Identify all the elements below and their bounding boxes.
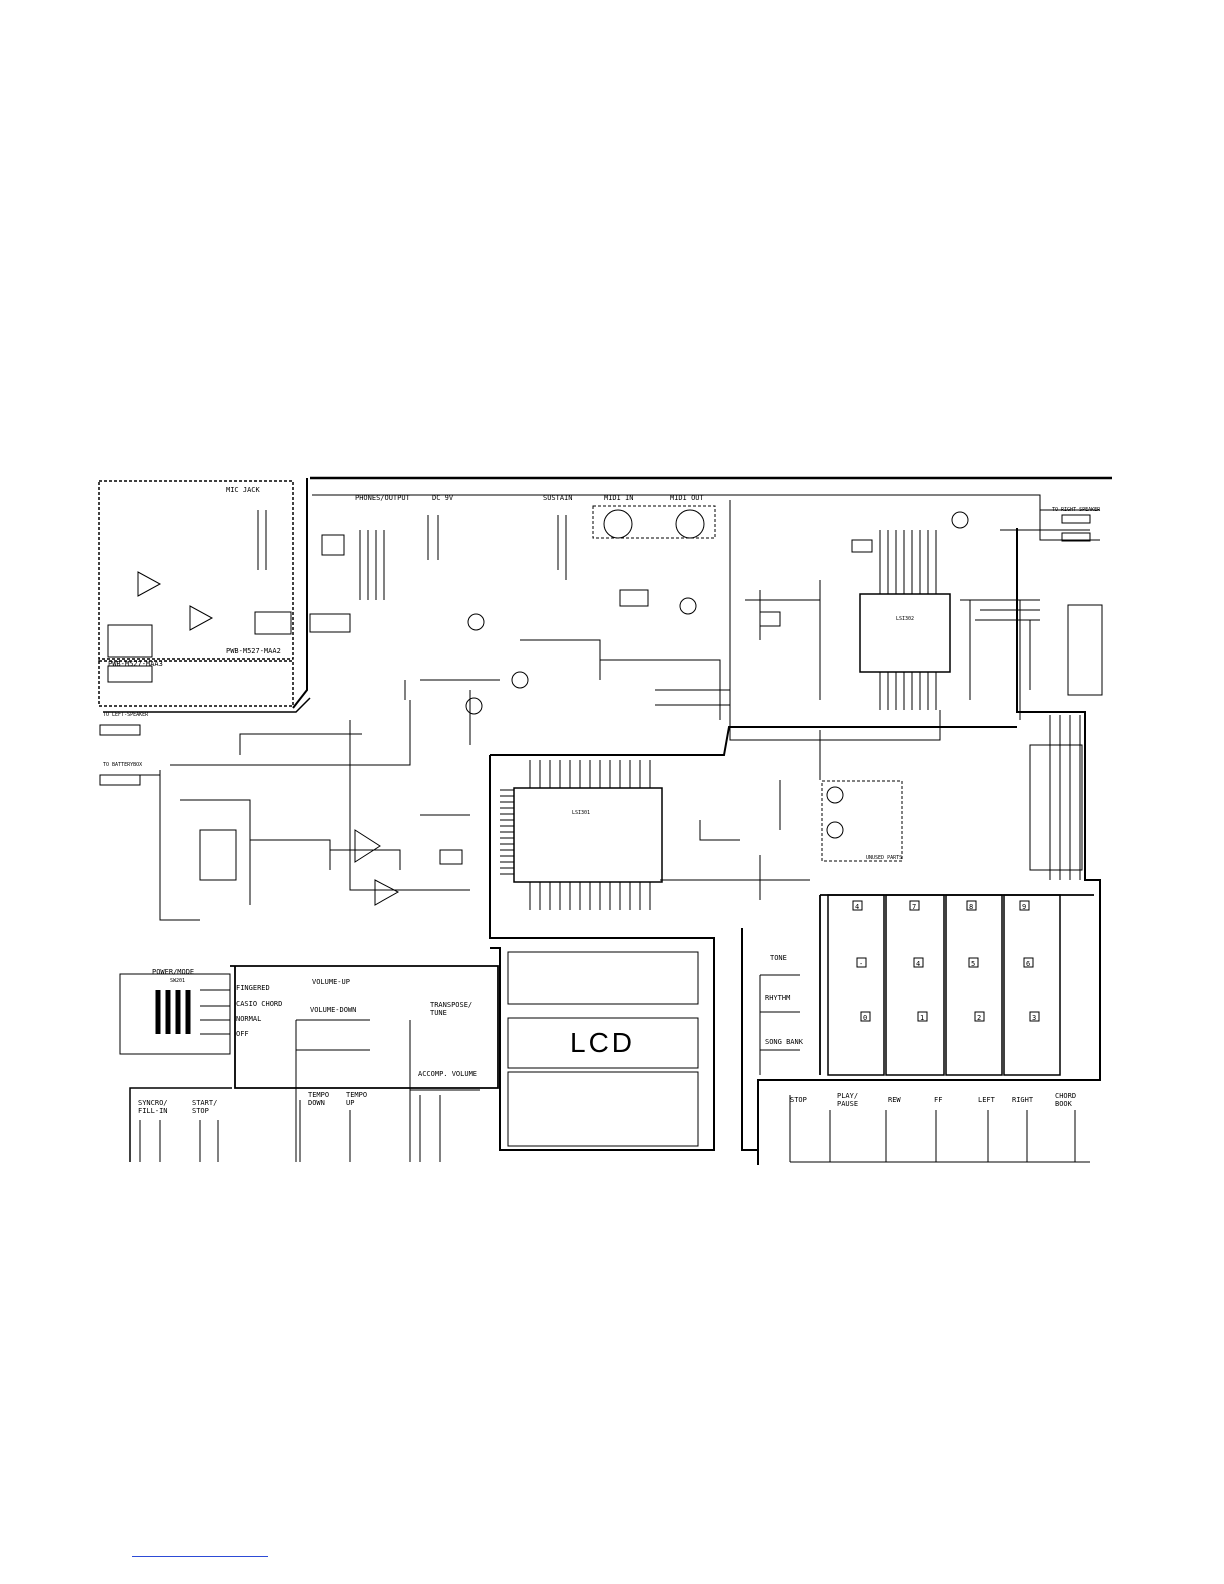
key-5: 5 <box>971 960 975 968</box>
to-right-speaker-label: TO RIGHT-SPEAKER <box>1052 507 1101 513</box>
start-stop-label: START/STOP <box>192 1099 217 1115</box>
maa2-board-outline <box>98 480 294 660</box>
lsi302-ic <box>859 593 951 673</box>
midi-connector-outline <box>592 505 716 539</box>
lcd-label: LCD <box>570 1027 635 1058</box>
power-mode-label: POWER/MODE <box>152 968 194 976</box>
play-pause-label: PLAY/PAUSE <box>837 1092 858 1108</box>
rhythm-label: RHYTHM <box>765 994 790 1002</box>
lsi301-ic <box>513 787 663 883</box>
pwb-maa2-label: PWB-M527-MAA2 <box>226 647 281 655</box>
midi-in-label: MIDI IN <box>604 494 634 502</box>
volume-down-label: VOLUME-DOWN <box>310 1006 356 1014</box>
phones-output-label: PHONES/OUTPUT <box>355 494 411 502</box>
key-3: 3 <box>1032 1014 1036 1022</box>
key-4: 4 <box>855 903 859 911</box>
right-label: RIGHT <box>1012 1096 1034 1104</box>
tone-label: TONE <box>770 954 787 962</box>
key-7: 7 <box>912 903 916 911</box>
key-1: 1 <box>920 1014 924 1022</box>
mode-normal: NORMAL <box>236 1015 261 1023</box>
mode-casio-chord: CASIO CHORD <box>236 1000 282 1008</box>
unused-parts-label: UNUSED PARTS <box>866 855 902 861</box>
footer-rule <box>132 1556 268 1557</box>
maa3-board-outline <box>98 660 294 707</box>
song-bank-label: SONG BANK <box>765 1038 804 1046</box>
to-batterybox-label: TO BATTERYBOX <box>103 762 142 768</box>
mic-jack-label: MIC JACK <box>226 486 261 494</box>
dc-9v-label: DC 9V <box>432 494 454 502</box>
key-minus: - <box>859 960 863 968</box>
lsi301-label: LSI301 <box>572 810 590 816</box>
lsi302-label: LSI302 <box>896 616 914 622</box>
sustain-label: SUSTAIN <box>543 494 573 502</box>
left-label: LEFT <box>978 1096 996 1104</box>
to-left-speaker-label: TO LEFT-SPEAKER <box>103 712 149 718</box>
synchro-fill-in-label: SYNCRO/FILL-IN <box>138 1099 168 1115</box>
key-6: 6 <box>1026 960 1030 968</box>
stop-label: STOP <box>790 1096 807 1104</box>
ff-label: FF <box>934 1096 942 1104</box>
power-switch-ref: SW201 <box>170 978 185 984</box>
number-keypad: 4 7 8 9 - 4 5 6 0 1 2 3 <box>852 900 1040 1022</box>
transpose-tune-label: TRANSPOSE/TUNE <box>430 1001 472 1017</box>
rew-label: REW <box>888 1096 901 1104</box>
volume-up-label: VOLUME-UP <box>312 978 350 986</box>
pwb-maa3-label: PWB-M527-MAA3 <box>108 660 163 668</box>
mode-fingered: FINGERED <box>236 984 270 992</box>
key-2: 2 <box>977 1014 981 1022</box>
midi-out-label: MIDI OUT <box>670 494 705 502</box>
key-8: 8 <box>969 903 973 911</box>
accomp-volume-label: ACCOMP. VOLUME <box>418 1070 477 1078</box>
key-4b: 4 <box>916 960 920 968</box>
key-0: 0 <box>863 1014 867 1022</box>
key-9: 9 <box>1022 903 1026 911</box>
lcd-display <box>507 1017 699 1069</box>
board-border-left <box>292 478 308 709</box>
mode-off: OFF <box>236 1030 249 1038</box>
unused-parts-outline <box>821 780 903 862</box>
